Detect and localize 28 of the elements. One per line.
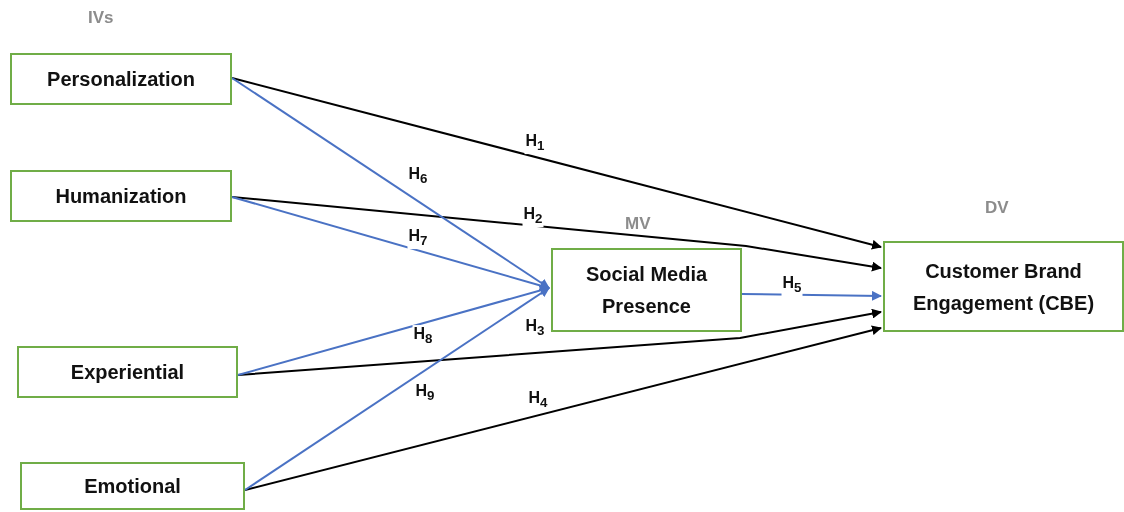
variable-box [551,248,742,332]
hypothesis-label: H$_{2}$ [522,205,544,227]
arrow [244,325,882,491]
variable-name: Personalization [47,67,195,92]
arrow [237,285,550,376]
arrow [231,77,550,289]
hypothesis-label: H$_{1}$ [524,132,546,154]
arrow [231,196,882,272]
group-label: IVs [88,8,114,28]
variable-role-label: MV [625,214,651,234]
variable-name: Emotional [84,474,181,499]
arrow [741,290,882,301]
arrow [231,77,882,250]
arrow [231,196,550,291]
variable-name: Experiential [70,360,185,385]
variable-box [20,462,245,510]
arrow [244,287,550,491]
variable-name: Social Media Presence [584,262,709,319]
variable-role-label: DV [985,198,1009,218]
variable-box [883,241,1124,332]
arrow [237,308,882,376]
variable-box [10,53,232,105]
variable-box [17,346,238,398]
hypothesis-label: H$_{5}$ [781,274,803,296]
variable-name: Customer Brand Engagement (CBE) [911,258,1096,316]
hypothesis-label: H$_{7}$ [407,227,429,249]
variable-box [10,170,232,222]
variable-name: Humanization [55,184,187,209]
